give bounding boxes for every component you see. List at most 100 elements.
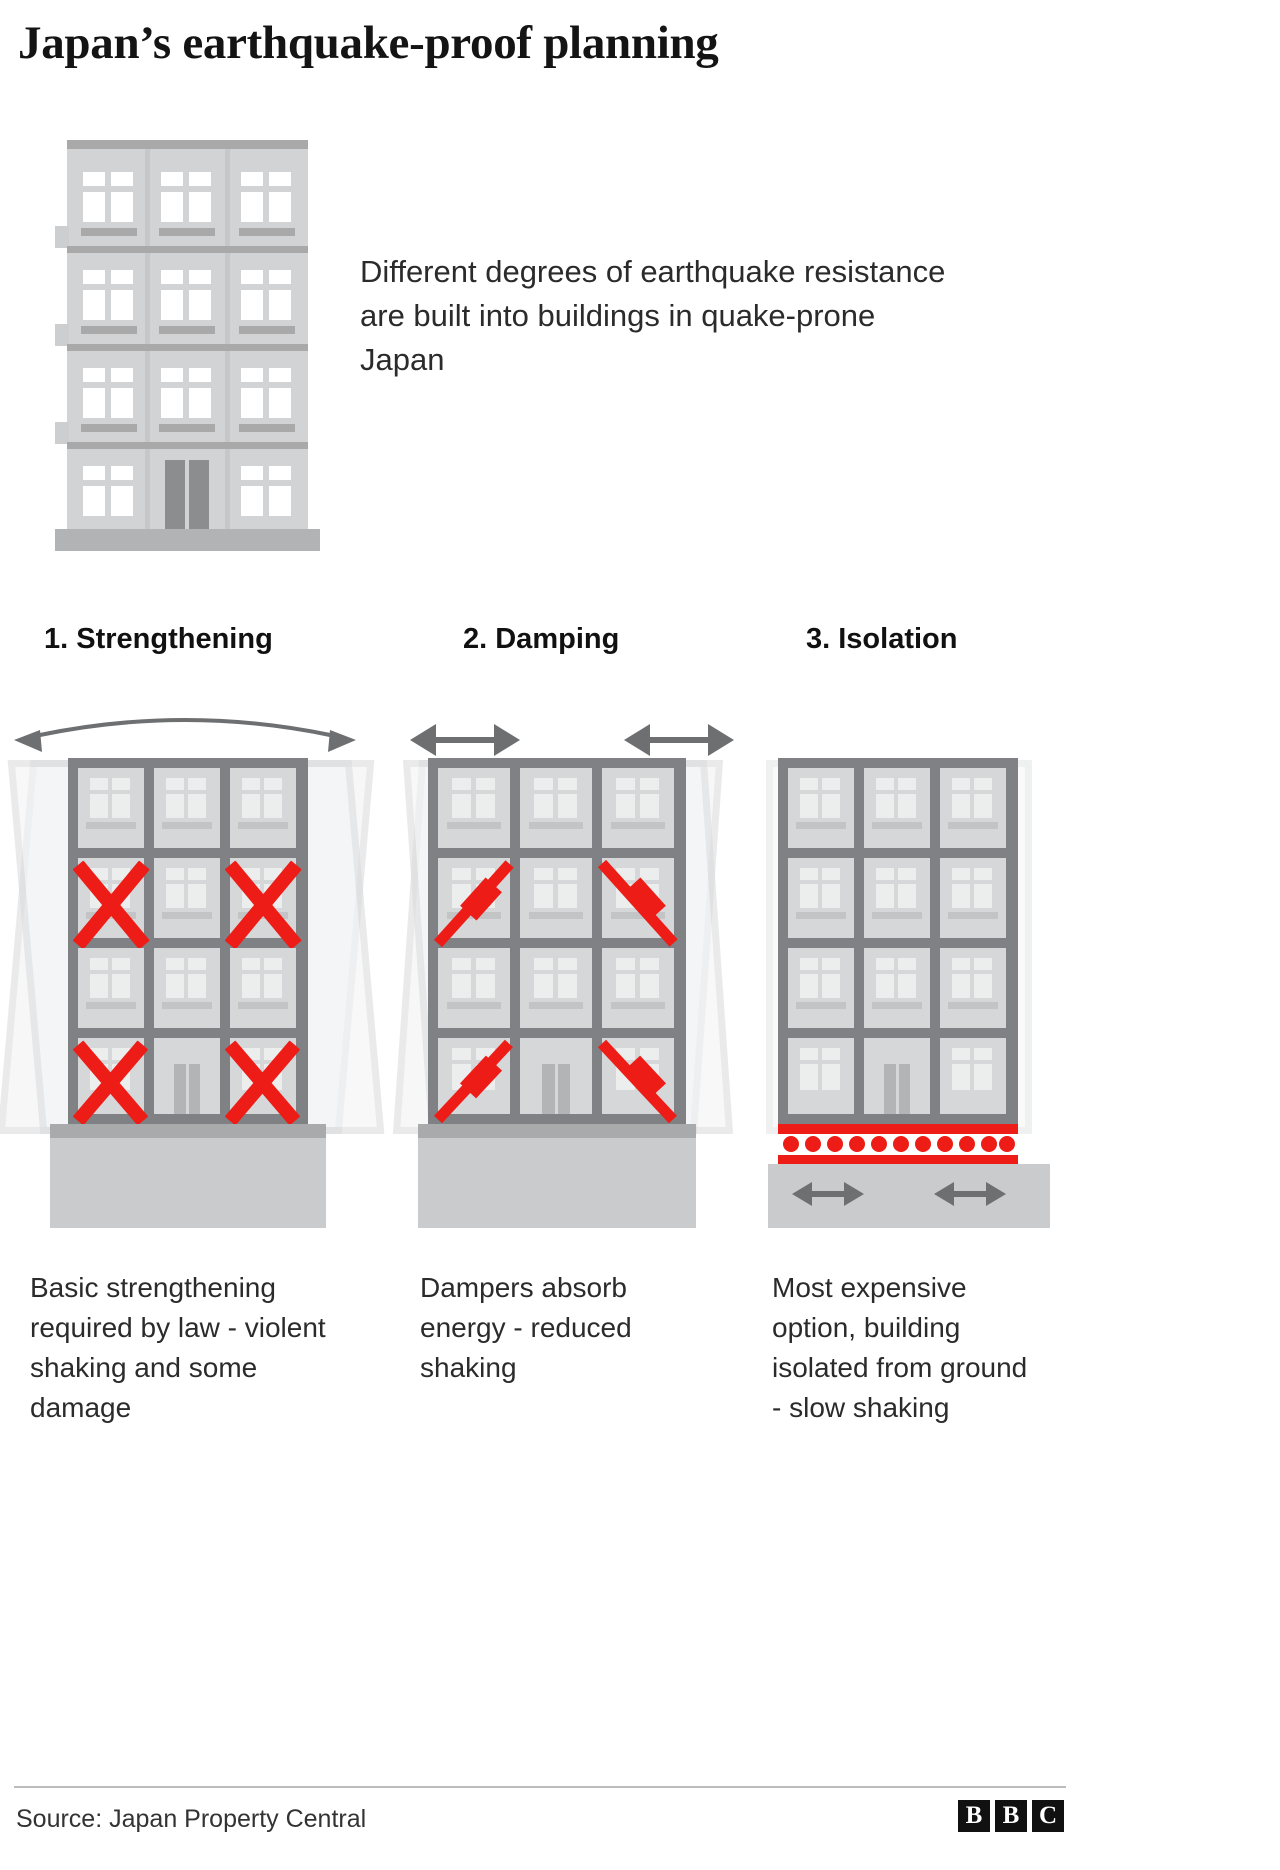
building-cell <box>940 858 1006 938</box>
cell-window <box>452 778 471 790</box>
hero-window <box>161 368 183 382</box>
hero-window <box>269 486 291 516</box>
cell-window <box>974 778 992 790</box>
bbc-logo-letter: B <box>995 1800 1027 1832</box>
cell-window <box>112 974 130 998</box>
cell-window <box>800 974 818 998</box>
hero-window <box>83 466 105 480</box>
cell-sill <box>611 822 665 829</box>
hero-window <box>189 270 211 284</box>
cell-window <box>800 958 818 970</box>
cell-sill <box>529 822 583 829</box>
hero-sill <box>239 424 295 432</box>
cell-window <box>800 1064 818 1090</box>
cell-window <box>640 778 659 790</box>
isolator-bearing <box>999 1136 1015 1152</box>
building-cell <box>230 948 296 1028</box>
building-cell <box>230 768 296 848</box>
cell-window <box>898 868 916 880</box>
cell-window <box>952 1048 970 1060</box>
cell-sill <box>948 912 998 919</box>
cell-window <box>534 884 553 908</box>
cell-window <box>264 794 282 818</box>
building-cell <box>788 858 854 938</box>
cell-sill <box>872 912 922 919</box>
cell-sill <box>529 912 583 919</box>
cell-sill <box>948 822 998 829</box>
cell-window <box>898 884 916 908</box>
hero-window <box>269 368 291 382</box>
hero-roof <box>67 140 308 149</box>
cell-window <box>534 868 553 880</box>
caption-isolation: Most expensive option, building isolated… <box>772 1272 1028 1423</box>
cell-window <box>822 974 840 998</box>
cell-window <box>640 974 659 998</box>
hero-window <box>241 388 263 418</box>
cell-window <box>952 958 970 970</box>
cell-window <box>476 974 495 998</box>
building-cell <box>602 948 674 1028</box>
hero-window <box>83 192 105 222</box>
cell-window <box>974 958 992 970</box>
isolator-bearing <box>981 1136 997 1152</box>
cell-window <box>876 884 894 908</box>
cell-window <box>188 958 206 970</box>
hero-window <box>111 466 133 480</box>
hero-window <box>161 192 183 222</box>
cell-window <box>90 794 108 818</box>
hero-window <box>111 172 133 186</box>
cell-window <box>112 778 130 790</box>
hero-window <box>111 486 133 516</box>
diagram-strengthening <box>0 700 385 1260</box>
hero-body <box>67 149 308 529</box>
hero-window <box>241 486 263 516</box>
cell-window <box>800 868 818 880</box>
hero-window <box>161 388 183 418</box>
building-cell <box>154 858 220 938</box>
cell-window <box>952 884 970 908</box>
isolator-bearing <box>783 1136 799 1152</box>
bbc-logo: B B C <box>958 1800 1064 1832</box>
cell-window <box>822 958 840 970</box>
cell-window <box>188 778 206 790</box>
cell-window <box>534 794 553 818</box>
hero-window <box>111 290 133 320</box>
section-heading-damping: 2. Damping <box>463 623 620 655</box>
isolator-bearing <box>849 1136 865 1152</box>
shake-arrow-left-icon <box>410 724 520 756</box>
cell-window <box>640 868 659 880</box>
cell-window <box>188 884 206 908</box>
cell-window <box>166 958 184 970</box>
building-cell <box>438 768 510 848</box>
cell-window <box>558 778 577 790</box>
cell-window <box>822 868 840 880</box>
hero-floor-line <box>67 344 308 351</box>
cell-sill <box>238 822 288 829</box>
source-attribution: Source: Japan Property Central <box>16 1805 367 1833</box>
building-cell <box>602 768 674 848</box>
shake-arrow-right-icon <box>624 724 734 756</box>
cell-window <box>898 958 916 970</box>
cell-window <box>264 778 282 790</box>
hero-ledge <box>55 226 69 248</box>
hero-building-illustration <box>55 140 320 551</box>
hero-window <box>111 388 133 418</box>
isolator-top-plate <box>778 1124 1018 1134</box>
hero-window <box>241 368 263 382</box>
cell-sill <box>611 912 665 919</box>
foundation-cap <box>50 1124 326 1138</box>
cell-window <box>974 974 992 998</box>
cell-window <box>242 778 260 790</box>
building-cell <box>940 768 1006 848</box>
cell-window <box>558 884 577 908</box>
hero-ledge <box>55 222 308 242</box>
cell-window <box>166 974 184 998</box>
hero-window <box>83 486 105 516</box>
ground-arrow-left-icon <box>792 1182 864 1206</box>
cell-window <box>452 974 471 998</box>
hero-sill <box>239 326 295 334</box>
building-cell <box>940 948 1006 1028</box>
hero-sill <box>81 228 137 236</box>
building-cell <box>520 858 592 938</box>
cell-window <box>616 778 635 790</box>
